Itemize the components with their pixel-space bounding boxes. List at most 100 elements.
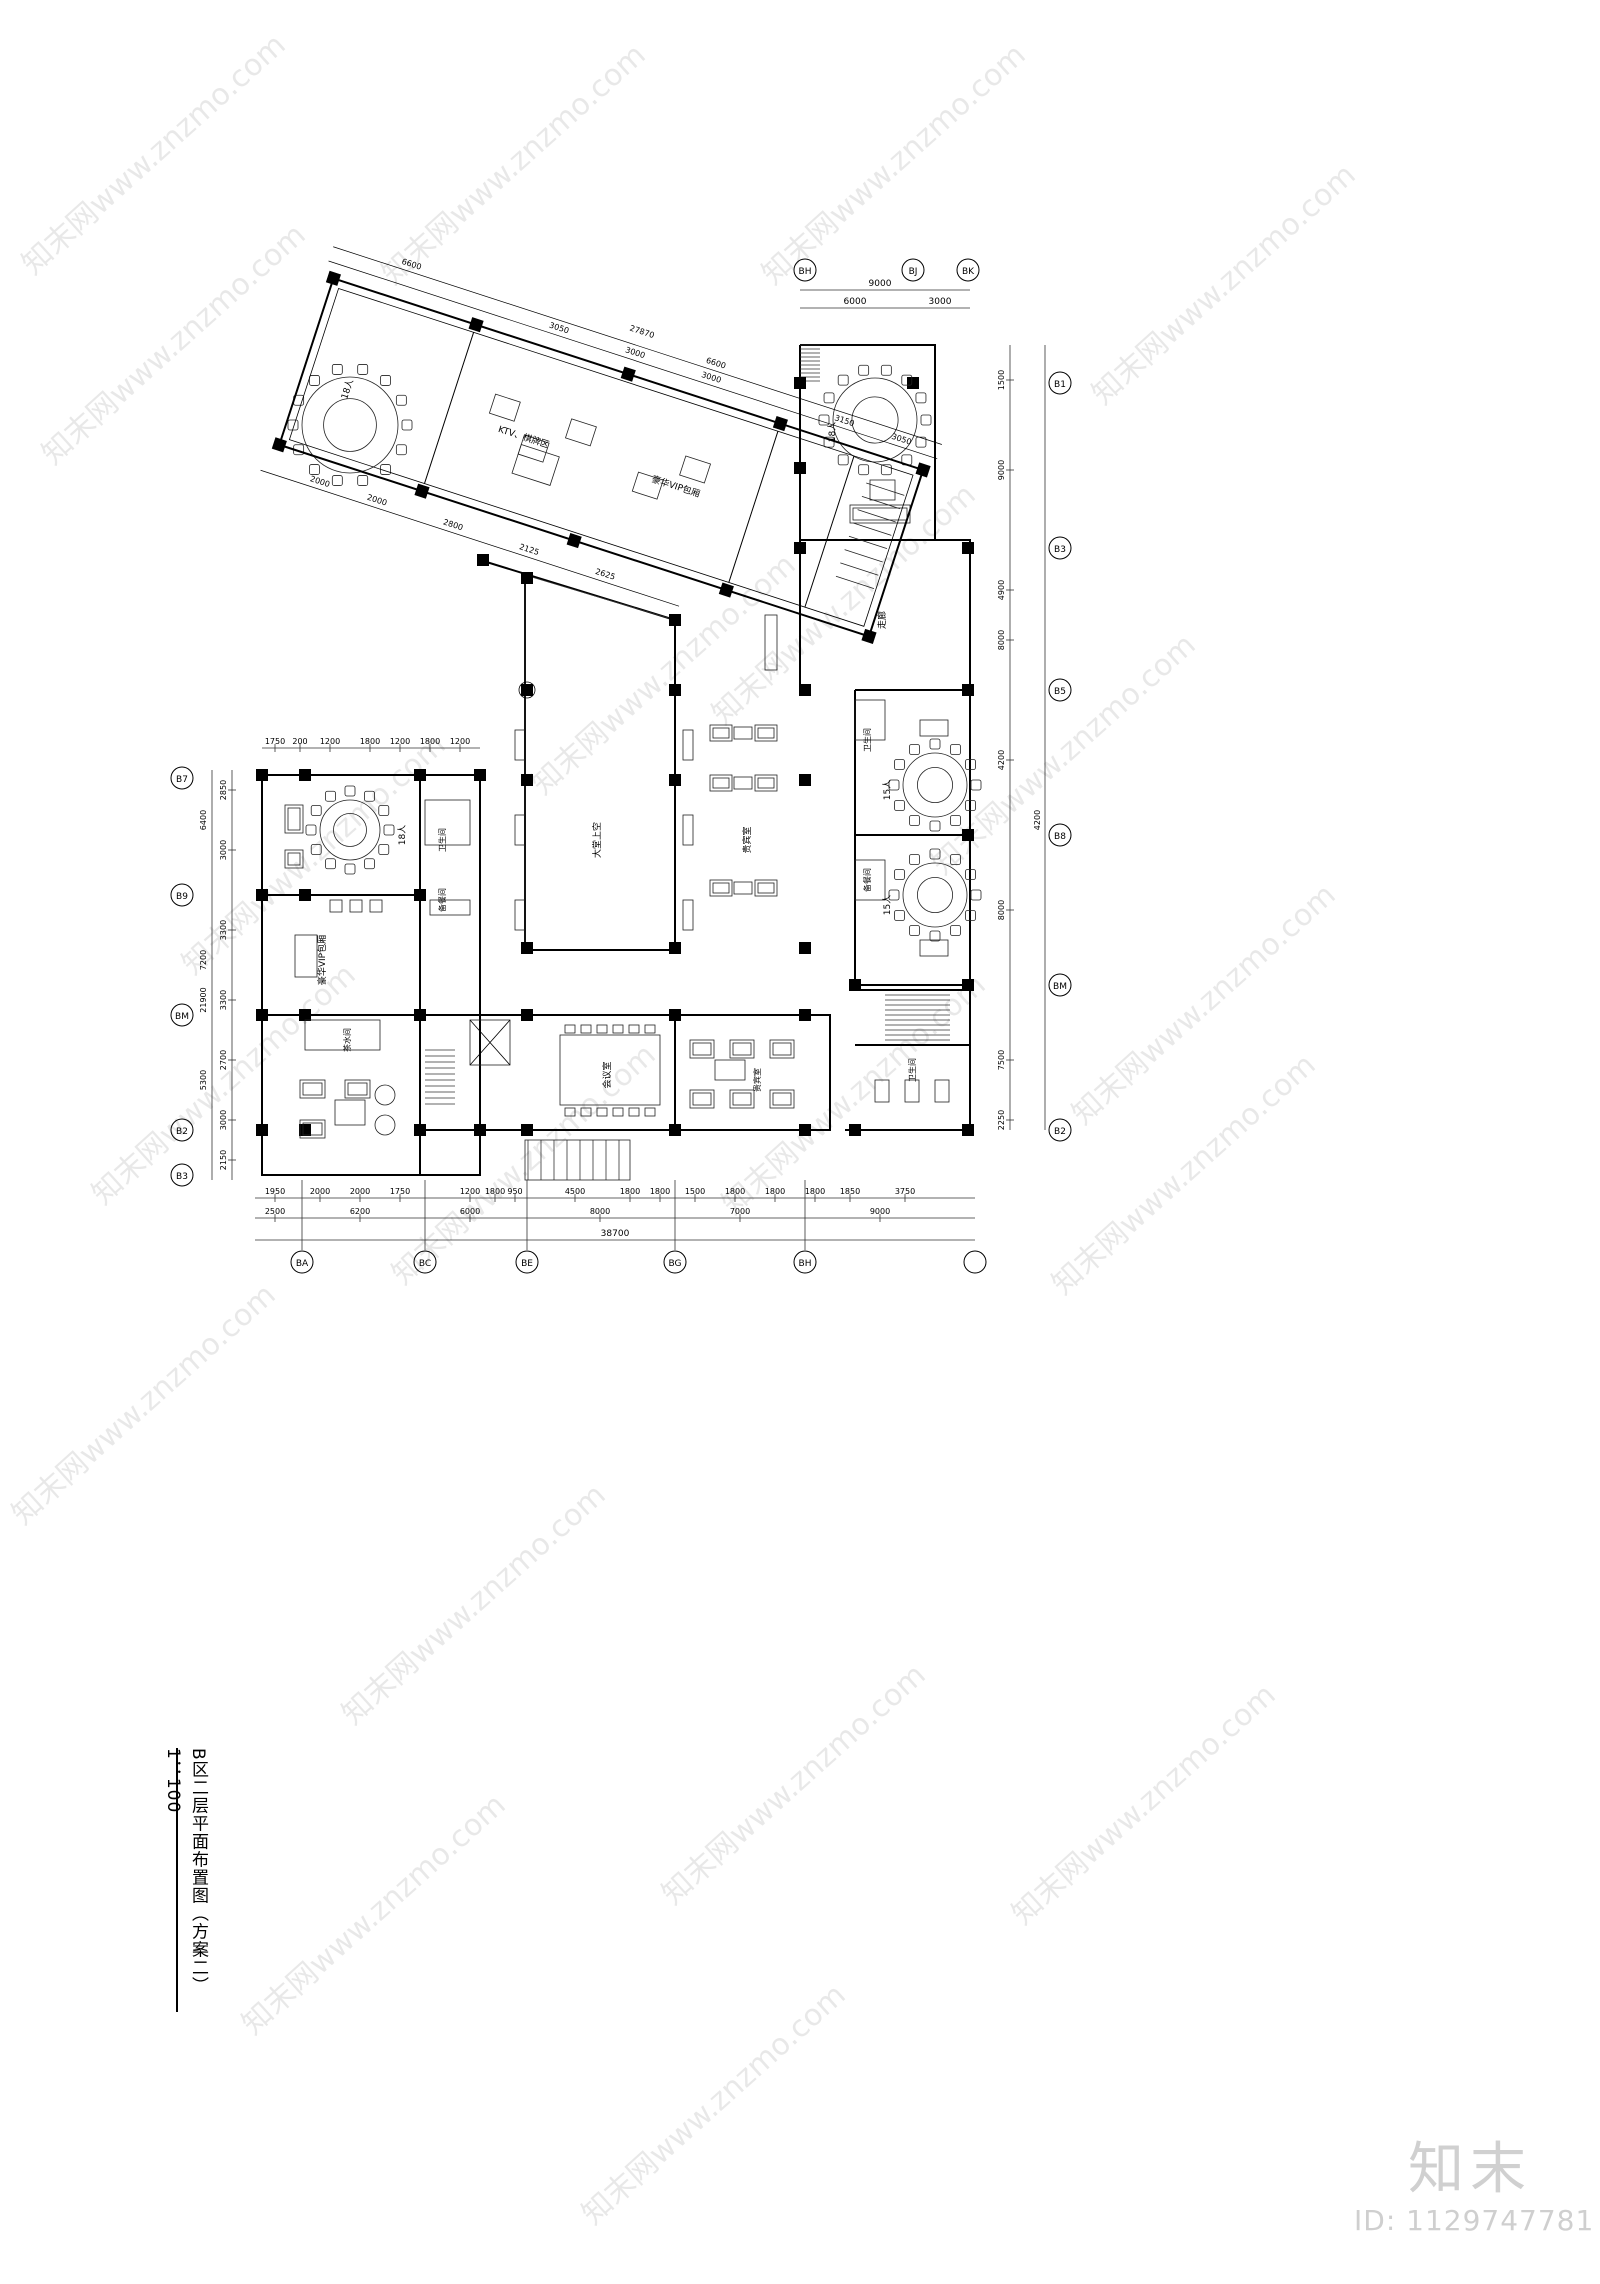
round-table bbox=[832, 377, 918, 463]
column bbox=[299, 1124, 311, 1136]
stair-tread bbox=[844, 549, 883, 563]
axis-label: BA bbox=[296, 1259, 309, 1269]
column bbox=[256, 1124, 268, 1136]
axis-bubble bbox=[1048, 1118, 1072, 1142]
toilet-cubicle bbox=[854, 859, 886, 901]
dim-label: 6400 bbox=[199, 810, 208, 830]
dim-label: 3000 bbox=[219, 840, 228, 860]
column bbox=[907, 377, 919, 389]
chair bbox=[325, 790, 336, 802]
dim-label: 4200 bbox=[997, 750, 1006, 770]
top-right-room bbox=[799, 344, 936, 541]
sofa-cushion bbox=[692, 1092, 712, 1106]
round-table bbox=[319, 799, 381, 861]
upper-wing-inner bbox=[288, 287, 914, 627]
toilet bbox=[934, 1079, 950, 1103]
column bbox=[414, 889, 426, 901]
axis-bubble bbox=[170, 766, 194, 790]
chair bbox=[364, 790, 375, 802]
planter bbox=[682, 899, 694, 931]
sofa bbox=[709, 724, 733, 742]
column bbox=[849, 1124, 861, 1136]
chair bbox=[349, 899, 363, 913]
dim-label: 1500 bbox=[685, 1187, 705, 1196]
stair-tread bbox=[835, 575, 875, 589]
axis-bubble bbox=[793, 1250, 817, 1274]
column bbox=[915, 462, 931, 478]
drawing-title: B区二层平面布置图（方案二） 1：100 bbox=[163, 1748, 211, 2012]
column bbox=[669, 1124, 681, 1136]
chair bbox=[970, 779, 982, 791]
dim-label: 8000 bbox=[997, 900, 1006, 920]
axis-bubble bbox=[1048, 371, 1072, 395]
sofa-cushion bbox=[302, 1082, 323, 1096]
axis-label: BG bbox=[669, 1259, 682, 1269]
axis-bubble bbox=[1048, 536, 1072, 560]
sofa-cushion bbox=[347, 1082, 368, 1096]
round-table bbox=[902, 862, 968, 928]
dim-label: 200 bbox=[292, 737, 307, 746]
axis-label: BJ bbox=[909, 267, 918, 277]
round-table bbox=[301, 376, 399, 474]
dim-label: 1750 bbox=[390, 1187, 410, 1196]
column bbox=[566, 533, 582, 549]
room-label: 15人 bbox=[882, 780, 893, 800]
chair bbox=[369, 899, 383, 913]
sofa bbox=[769, 1089, 795, 1109]
dim-label: 4500 bbox=[565, 1187, 585, 1196]
chair bbox=[305, 824, 317, 836]
column bbox=[861, 628, 877, 644]
chair bbox=[880, 364, 892, 376]
dim-label: 8000 bbox=[590, 1207, 610, 1216]
dim-label: 1500 bbox=[997, 370, 1006, 390]
chair bbox=[950, 854, 961, 865]
dim-label: 3000 bbox=[929, 297, 952, 307]
coffee-table bbox=[869, 479, 896, 501]
sofa-cushion bbox=[757, 727, 775, 739]
desk bbox=[294, 934, 318, 978]
stair-tread bbox=[866, 482, 905, 496]
room-label: 豪华VIP包厢 bbox=[316, 935, 328, 985]
sofa-cushion bbox=[302, 1122, 323, 1136]
chair bbox=[823, 436, 835, 448]
dim-label: 1800 bbox=[485, 1187, 505, 1196]
chair bbox=[894, 910, 905, 921]
chair bbox=[915, 436, 927, 448]
elevator bbox=[469, 1019, 511, 1066]
sofa bbox=[689, 1039, 715, 1059]
chair bbox=[325, 858, 336, 870]
column bbox=[962, 542, 974, 554]
chair bbox=[950, 925, 961, 936]
dim-label: 2250 bbox=[997, 1110, 1006, 1130]
sofa-cushion bbox=[772, 1042, 792, 1056]
dim-label: 3300 bbox=[219, 990, 228, 1010]
entrance-canopy bbox=[524, 1139, 631, 1181]
column bbox=[794, 542, 806, 554]
dim-label: 27870 bbox=[629, 324, 656, 340]
chair bbox=[309, 464, 320, 475]
dim-label: 1800 bbox=[420, 737, 440, 746]
coffee-table bbox=[733, 776, 753, 790]
column bbox=[849, 979, 861, 991]
dim-label: 1800 bbox=[725, 1187, 745, 1196]
chair bbox=[380, 375, 391, 386]
column bbox=[669, 774, 681, 786]
planter bbox=[514, 814, 526, 846]
chair bbox=[344, 785, 356, 797]
axis-label: B7 bbox=[176, 775, 188, 785]
stair-tread bbox=[857, 509, 896, 523]
axis-bubble bbox=[413, 1250, 437, 1274]
sofa-cushion bbox=[757, 882, 775, 894]
chair bbox=[628, 1107, 640, 1117]
chair bbox=[929, 930, 941, 942]
dim-label: 1200 bbox=[390, 737, 410, 746]
chair bbox=[909, 854, 920, 865]
dim-label: 5300 bbox=[199, 1070, 208, 1090]
chair bbox=[858, 464, 870, 476]
chair bbox=[596, 1107, 608, 1117]
chair bbox=[395, 394, 407, 406]
column bbox=[271, 437, 287, 453]
chair bbox=[965, 910, 976, 921]
chair bbox=[378, 805, 390, 816]
axis-label: B5 bbox=[1054, 687, 1066, 697]
